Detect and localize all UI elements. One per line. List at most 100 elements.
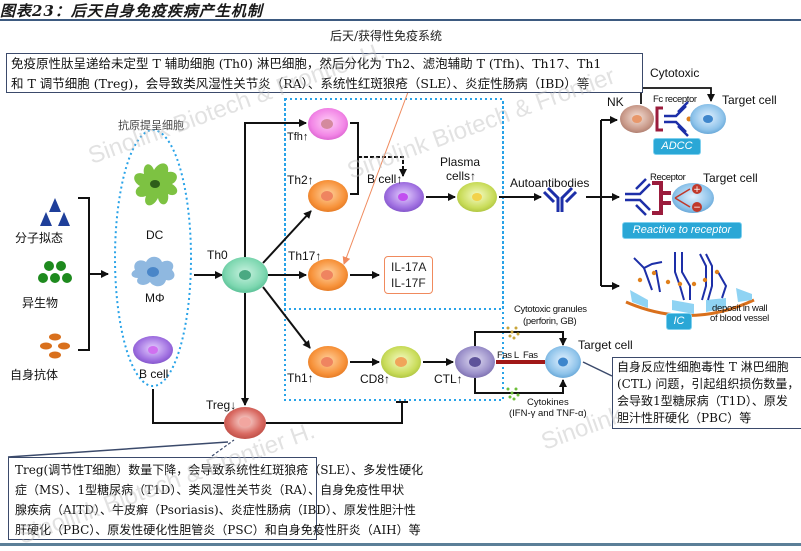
bottom-note-line: 肝硬化（PBC）、原发性硬化性胆管炎（PSC）和自身免疫性肝炎（AIH）等 <box>15 523 421 537</box>
title-rule <box>0 19 801 21</box>
trigger-label-xenobiotics: 异生物 <box>22 296 59 310</box>
cytokines-arrow <box>474 378 567 394</box>
th17-nucleus <box>321 270 333 280</box>
triangle-cluster-icon <box>40 198 70 226</box>
receptor-antibody-icon <box>625 178 651 216</box>
dc-cell-icon <box>134 163 178 206</box>
figure-title: 图表23：后天自身免疫疾病产生机制 <box>0 2 263 20</box>
cytokines-label-line2: (IFN-γ and TNF-α) <box>509 408 587 419</box>
minus-icon <box>692 202 702 212</box>
right-note-line: (CTL) 问题，引起组织损伤数量， <box>617 377 800 391</box>
plasma-nucleus <box>472 193 482 201</box>
arrow-to-th2 <box>262 210 312 264</box>
treg-nucleus <box>239 417 251 427</box>
granules-arrow <box>474 331 567 346</box>
tfh-th2-bracket <box>350 122 359 195</box>
right-note-line: 自身反应性细胞毒性 T 淋巴细胞 <box>617 360 789 374</box>
apc-b-cell-label: B cell <box>139 367 169 381</box>
fasl-label: Fas L <box>497 350 519 361</box>
th17-label: Th17↑ <box>288 249 322 263</box>
th2-nucleus <box>321 191 333 201</box>
receptor-target-cell <box>672 183 714 213</box>
fas-label: Fas <box>523 350 538 361</box>
adcc-target-nucleus <box>703 115 713 123</box>
bottom-note: Treg(调节性T细胞）数量下降，会导致系统性红斑狼疮（SLE）、多发性硬化 症… <box>8 457 424 540</box>
apc-group-outline <box>114 129 192 387</box>
plasma-label-line2: cells↑ <box>446 169 477 183</box>
plus-glyph: + <box>693 185 701 195</box>
bottom-note-line: 腺疾病（AITD）、牛皮癣（Psoriasis)、炎症性肠病（IBD）、原发性胆… <box>15 503 416 517</box>
tfh-label: Tfh↑ <box>287 131 309 143</box>
bottom-note-pointer <box>7 441 229 458</box>
right-note-line: 会导致1型糖尿病（T1D）、原发 <box>617 394 788 408</box>
fc-receptor-icon <box>655 106 663 132</box>
bottom-note-line: Treg(调节性T细胞）数量下降，会导致系统性红斑狼疮（SLE）、多发性硬化 <box>15 463 424 477</box>
cytokines-icon <box>506 387 520 401</box>
treg-suppression-line <box>152 389 403 424</box>
macrophage-label: MΦ <box>145 291 165 305</box>
th1-label: Th1↑ <box>287 371 314 385</box>
il17-box: IL-17A IL-17F <box>384 256 434 294</box>
cytotoxic-arrow <box>640 87 715 104</box>
arrow-to-th1 <box>262 286 311 349</box>
cd8-label: CD8↑ <box>360 372 391 386</box>
plasma-label-line1: Plasma <box>440 155 481 169</box>
cd8-nucleus <box>395 357 407 367</box>
nk-label: NK <box>607 95 624 109</box>
adcc-target-label: Target cell <box>722 93 777 107</box>
minus-glyph: − <box>693 203 701 213</box>
b-cell-nucleus <box>398 193 408 201</box>
granules-icon <box>506 326 520 340</box>
treg-label: Treg↓ <box>206 398 237 412</box>
reactive-receptor-badge: Reactive to receptor <box>622 222 742 239</box>
fc-receptor-label: Fc receptor <box>653 94 697 105</box>
th1-nucleus <box>321 357 333 367</box>
right-note-pointer <box>582 361 613 377</box>
receptor-label: Receptor <box>650 172 686 183</box>
trigger-label-molecular-mimicry: 分子拟态 <box>15 231 64 245</box>
il17a-label: IL-17A <box>391 260 427 274</box>
trigger-bracket <box>78 197 90 351</box>
dc-label: DC <box>146 228 164 242</box>
plus-icon <box>692 184 702 194</box>
th0-nucleus <box>239 270 251 280</box>
th0-label: Th0 <box>207 248 228 262</box>
bottom-note-pointer-dashed <box>211 439 235 457</box>
granules-label-line2: (perforin, GB) <box>523 316 577 327</box>
ic-badge: IC <box>666 313 692 330</box>
ctl-label: CTL↑ <box>434 372 463 386</box>
apc-b-cell-nucleus <box>148 346 158 354</box>
star-cluster-icon <box>38 261 72 283</box>
b-cell-label: B cell↑ <box>367 172 403 186</box>
cytokines-label-line1: Cytokines <box>527 397 569 408</box>
trigger-label-autoantibodies: 自身抗体 <box>10 368 59 382</box>
bottom-note-line: 症（MS）、1型糖尿病（T1D）、类风湿性关节炎（RA）、自身免疫性甲状 <box>15 483 405 497</box>
top-note-line: 免疫原性肽呈递给未定型 T 辅助细胞 (Th0) 淋巴细胞，然后分化为 Th2、… <box>11 56 602 71</box>
bottom-rule <box>0 543 801 546</box>
arrow-to-tfh <box>244 119 307 257</box>
macrophage-cell-icon <box>131 256 175 287</box>
th2-label: Th2↑ <box>287 173 314 187</box>
right-note-line: 胆汁性肝硬化（PBC）等 <box>617 411 752 425</box>
tfh-nucleus <box>321 119 333 129</box>
apc-title: 抗原提呈细胞 <box>118 119 184 132</box>
top-note-line: 和 T 调节细胞 (Treg)，会导致类风湿性关节炎（RA）、系统性红斑狼疮（S… <box>11 76 590 91</box>
cytotoxic-label: Cytotoxic <box>650 66 700 80</box>
deposit-label-line1: deposit in wall <box>712 303 768 314</box>
nk-nucleus <box>632 115 642 123</box>
right-note: 自身反应性细胞毒性 T 淋巴细胞 (CTL) 问题，引起组织损伤数量， 会导致1… <box>612 357 801 429</box>
adcc-antibody-icon <box>664 101 689 137</box>
top-note: 免疫原性肽呈递给未定型 T 辅助细胞 (Th0) 淋巴细胞，然后分化为 Th2、… <box>6 53 643 93</box>
granules-label-line1: Cytotoxic granules <box>514 304 587 315</box>
arrow-to-b-cell <box>358 156 407 177</box>
autoantibody-icon <box>542 186 578 212</box>
ctl-target-nucleus <box>558 357 568 367</box>
oval-cluster-icon <box>40 333 70 359</box>
ctl-target-label: Target cell <box>578 338 633 352</box>
receptor-target-label: Target cell <box>703 171 758 185</box>
section-title: 后天/获得性免疫系统 <box>330 29 443 43</box>
ctl-nucleus <box>469 357 481 367</box>
note-pointer <box>342 91 409 265</box>
adcc-badge: ADCC <box>653 138 701 155</box>
